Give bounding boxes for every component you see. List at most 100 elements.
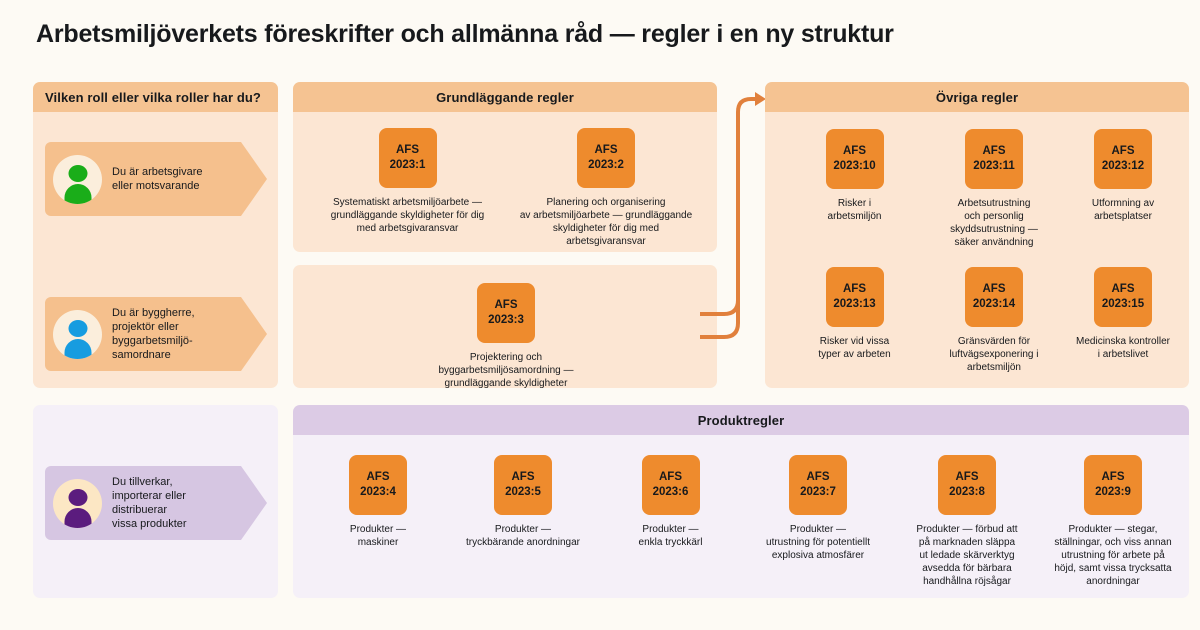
roles-panel: Vilken roll eller vilka roller har du? D… [33,82,278,388]
afs-label: Risker i arbetsmiljön [827,198,882,222]
afs-item-2023-4[interactable]: AFS 2023:4 Produkter — maskiner [308,455,448,549]
afs-code-top: AFS [494,299,518,311]
role-card-producer[interactable]: Du tillverkar, importerar eller distribu… [45,466,267,540]
afs-code-badge: AFS 2023:13 [825,267,884,327]
afs-label: Medicinska kontroller i arbetslivet [1076,336,1170,360]
afs-label: Produkter — maskiner [349,524,407,548]
afs-code-bottom: 2023:1 [389,159,426,171]
afs-code-bottom: 2023:12 [1101,160,1145,172]
afs-code-top: AFS [955,471,979,483]
afs-label: Planering och organisering av arbetsmilj… [519,197,693,247]
afs-label: Gränsvärden för luftvägsexponering i arb… [949,336,1039,373]
afs-label: Produkter — stegar, ställningar, och vis… [1054,524,1172,587]
afs-code-badge: AFS 2023:4 [349,455,407,515]
afs-code-bottom: 2023:6 [652,486,689,498]
role-card-employer-label: Du är arbetsgivare eller motsvarande [112,166,203,192]
afs-item-2023-7[interactable]: AFS 2023:7 Produkter — utrustning för po… [743,455,893,562]
afs-code-top: AFS [511,471,535,483]
afs-item-2023-5[interactable]: AFS 2023:5 Produkter — tryckbärande anor… [448,455,598,549]
page-title: Arbetsmiljöverkets föreskrifter och allm… [36,20,894,48]
afs-item-2023-3[interactable]: AFS 2023:3 Projektering och byggarbetsmi… [411,283,601,388]
basic-rules-panel-header: Grundläggande regler [293,82,717,112]
afs-label: Produkter — förbud att på marknaden släp… [916,524,1018,587]
role-card-employer[interactable]: Du är arbetsgivare eller motsvarande [45,142,267,216]
afs-code-badge: AFS 2023:5 [494,455,552,515]
afs-code-badge: AFS 2023:12 [1094,129,1152,189]
afs-label: Produkter — tryckbärande anordningar [466,524,580,548]
afs-code-top: AFS [982,283,1006,295]
afs-item-2023-6[interactable]: AFS 2023:6 Produkter — enkla tryckkärl [598,455,743,549]
afs-code-top: AFS [1111,145,1135,157]
afs-code-badge: AFS 2023:1 [378,128,437,188]
afs-code-top: AFS [366,471,390,483]
afs-code-badge: AFS 2023:9 [1084,455,1142,515]
afs-code-top: AFS [659,471,682,483]
afs-code-top: AFS [843,145,866,157]
other-rules-panel: Övriga regler AFS 2023:10 Risker i arbet… [765,82,1189,388]
product-rules-panel-body: AFS 2023:4 Produkter — maskiner AFS 2023… [293,435,1189,598]
afs-code-badge: AFS 2023:6 [641,455,700,515]
afs-item-2023-14[interactable]: AFS 2023:14 Gränsvärden för luftvägsexpo… [931,267,1057,374]
flow-connector [698,82,780,342]
person-icon [53,479,102,528]
afs-item-2023-10[interactable]: AFS 2023:10 Risker i arbetsmiljön [797,129,912,223]
afs-code-badge: AFS 2023:15 [1094,267,1152,327]
role-card-producer-label: Du tillverkar, importerar eller distribu… [112,476,187,530]
afs-label: Utformning av arbetsplatser [1091,198,1155,222]
afs-code-top: AFS [1101,471,1125,483]
afs-item-2023-9[interactable]: AFS 2023:9 Produkter — stegar, ställning… [1038,455,1188,588]
afs-item-2023-13[interactable]: AFS 2023:13 Risker vid vissa typer av ar… [797,267,912,361]
afs-code-bottom: 2023:9 [1095,486,1131,498]
afs-code-bottom: 2023:14 [972,298,1016,310]
afs-code-bottom: 2023:7 [800,486,836,498]
role-card-builder-label: Du är byggherre, projektör eller byggarb… [112,307,195,361]
afs-code-top: AFS [396,144,419,156]
producer-panel: Du tillverkar, importerar eller distribu… [33,405,278,598]
afs-code-bottom: 2023:5 [505,486,541,498]
afs-code-badge: AFS 2023:7 [789,455,847,515]
basic-rules-panel-body: AFS 2023:1 Systematiskt arbetsmiljöarbet… [293,112,717,252]
person-icon [53,310,102,359]
afs-code-top: AFS [806,471,830,483]
afs-item-2023-8[interactable]: AFS 2023:8 Produkter — förbud att på mar… [893,455,1041,588]
roles-panel-body: Du är arbetsgivare eller motsvarande Du … [33,112,278,388]
project-rules-panel: AFS 2023:3 Projektering och byggarbetsmi… [293,265,717,388]
afs-item-2023-15[interactable]: AFS 2023:15 Medicinska kontroller i arbe… [1062,267,1184,361]
afs-item-2023-2[interactable]: AFS 2023:2 Planering och organisering av… [511,128,701,248]
afs-code-bottom: 2023:15 [1101,298,1145,310]
other-rules-panel-header: Övriga regler [765,82,1189,112]
afs-code-bottom: 2023:8 [949,486,985,498]
afs-code-badge: AFS 2023:2 [577,128,635,188]
product-rules-panel-header: Produktregler [293,405,1189,435]
afs-label: Produkter — utrustning för potentiellt e… [766,524,870,561]
role-card-builder[interactable]: Du är byggherre, projektör eller byggarb… [45,297,267,371]
other-rules-panel-body: AFS 2023:10 Risker i arbetsmiljön AFS 20… [765,112,1189,388]
afs-label: Projektering och byggarbetsmiljösamordni… [438,352,574,388]
afs-code-top: AFS [843,283,866,295]
person-icon [53,155,102,204]
afs-item-2023-11[interactable]: AFS 2023:11 Arbetsutrustning och personl… [931,129,1057,249]
afs-code-top: AFS [982,145,1006,157]
afs-code-top: AFS [1111,283,1135,295]
afs-item-2023-12[interactable]: AFS 2023:12 Utformning av arbetsplatser [1067,129,1179,223]
basic-rules-panel: Grundläggande regler AFS 2023:1 Systemat… [293,82,717,252]
product-rules-panel: Produktregler AFS 2023:4 Produkter — mas… [293,405,1189,598]
afs-label: Arbetsutrustning och personlig skyddsutr… [950,198,1038,248]
afs-item-2023-1[interactable]: AFS 2023:1 Systematiskt arbetsmiljöarbet… [315,128,500,235]
afs-label: Risker vid vissa typer av arbeten [818,336,891,360]
afs-code-badge: AFS 2023:8 [938,455,996,515]
afs-code-badge: AFS 2023:3 [477,283,535,343]
afs-code-bottom: 2023:4 [360,486,396,498]
afs-code-bottom: 2023:11 [973,160,1015,172]
afs-code-bottom: 2023:3 [488,314,524,326]
afs-label: Systematiskt arbetsmiljöarbete — grundlä… [330,197,485,234]
afs-label: Produkter — enkla tryckkärl [638,524,703,548]
afs-code-bottom: 2023:10 [833,160,876,172]
afs-code-badge: AFS 2023:11 [965,129,1023,189]
roles-panel-header: Vilken roll eller vilka roller har du? [33,82,278,112]
afs-code-top: AFS [594,144,618,156]
afs-code-bottom: 2023:2 [588,159,624,171]
afs-code-badge: AFS 2023:10 [825,129,884,189]
afs-code-badge: AFS 2023:14 [965,267,1023,327]
